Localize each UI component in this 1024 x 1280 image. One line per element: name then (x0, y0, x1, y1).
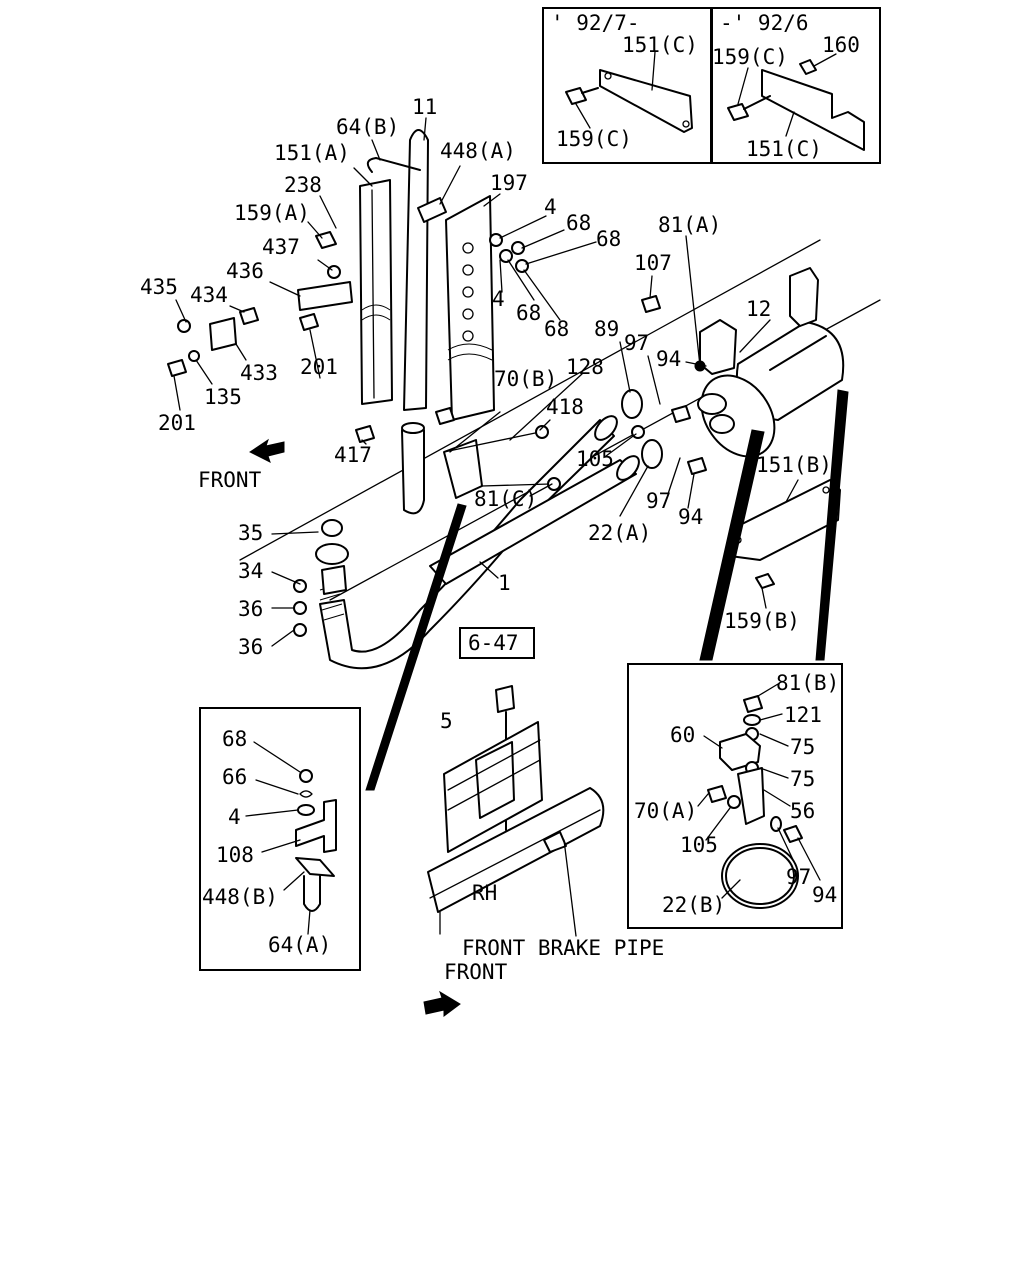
callout: 436 (226, 259, 264, 283)
callout: 22(A) (588, 521, 651, 545)
callout: 159(C) (556, 127, 632, 151)
callout: 97 (646, 489, 671, 513)
callout: 68 (544, 317, 569, 341)
inset-92-6: -' 92/6 (711, 7, 881, 164)
callout: 135 (204, 385, 242, 409)
callout-labels: 151(C) 159(C) 159(C) 160 151(C) 11 64(B)… (140, 33, 860, 957)
callout: 75 (790, 735, 815, 759)
callout: 70(B) (494, 367, 557, 391)
callout: 60 (670, 723, 695, 747)
callout: 1 (498, 571, 511, 595)
front-arrow-icon (423, 990, 461, 1017)
front-label: FRONT (444, 960, 508, 984)
callout: 151(C) (622, 33, 698, 57)
front-label: FRONT (198, 468, 262, 492)
frame-assembly: RH FRONT BRAKE PIPE FRONT (423, 627, 664, 1017)
callout: 68 (596, 227, 621, 251)
callout: 64(B) (336, 115, 399, 139)
inset-92-7: ' 92/7- (542, 7, 712, 164)
callout: 418 (546, 395, 584, 419)
callout: 201 (300, 355, 338, 379)
callout: 22(B) (662, 893, 725, 917)
callout: 160 (822, 33, 860, 57)
callout: 435 (140, 275, 178, 299)
callout: 108 (216, 843, 254, 867)
callout: 4 (544, 195, 557, 219)
callout: 105 (576, 447, 614, 471)
callout: 151(A) (274, 141, 350, 165)
inset-bracket-detail (199, 707, 361, 971)
leader-lines (173, 117, 799, 647)
callout: 12 (746, 297, 771, 321)
callout: 81(A) (658, 213, 721, 237)
callout: 4 (228, 805, 241, 829)
callout: 94 (678, 505, 703, 529)
callout: 151(B) (756, 453, 832, 477)
rh-label: RH (472, 881, 497, 905)
callout: 434 (190, 283, 228, 307)
callout: 197 (490, 171, 528, 195)
callout: 94 (812, 883, 837, 907)
callout: 56 (790, 799, 815, 823)
callout: 128 (566, 355, 604, 379)
inset-date-label: ' 92/7- (551, 11, 640, 35)
callout: 75 (790, 767, 815, 791)
main-assembly: FRONT (167, 117, 881, 791)
callout: 159(C) (712, 45, 788, 69)
callout: 97 (624, 331, 649, 355)
fasteners (167, 231, 707, 637)
callout: 448(B) (202, 885, 278, 909)
inset-date-label: -' 92/6 (720, 11, 809, 35)
callout: 151(C) (746, 137, 822, 161)
front-brake-pipe-label: FRONT BRAKE PIPE (462, 936, 664, 960)
callout: 159(A) (234, 201, 310, 225)
callout: 448(A) (440, 139, 516, 163)
callout: 34 (238, 559, 263, 583)
front-arrow-icon (249, 438, 285, 463)
callout: 36 (238, 597, 263, 621)
callout: 81(C) (474, 487, 537, 511)
callout: 68 (566, 211, 591, 235)
callout: 238 (284, 173, 322, 197)
callout: 68 (516, 301, 541, 325)
callout: 89 (594, 317, 619, 341)
callout: 417 (334, 443, 372, 467)
callout: 5 (440, 709, 453, 733)
callout: 105 (680, 833, 718, 857)
callout: 81(B) (776, 671, 839, 695)
callout: 201 (158, 411, 196, 435)
callout: 94 (656, 347, 681, 371)
callout: 36 (238, 635, 263, 659)
reference-box-label: 6-47 (468, 631, 519, 655)
callout: 66 (222, 765, 247, 789)
callout: 107 (634, 251, 672, 275)
callout: 4 (492, 287, 505, 311)
callout: 121 (784, 703, 822, 727)
callout: 70(A) (634, 799, 697, 823)
callout: 64(A) (268, 933, 331, 957)
callout: 97 (786, 865, 811, 889)
callout: 159(B) (724, 609, 800, 633)
callout: 68 (222, 727, 247, 751)
callout: 11 (412, 95, 437, 119)
callout: 433 (240, 361, 278, 385)
callout: 35 (238, 521, 263, 545)
callout: 437 (262, 235, 300, 259)
inset-clamp-detail (627, 663, 843, 929)
